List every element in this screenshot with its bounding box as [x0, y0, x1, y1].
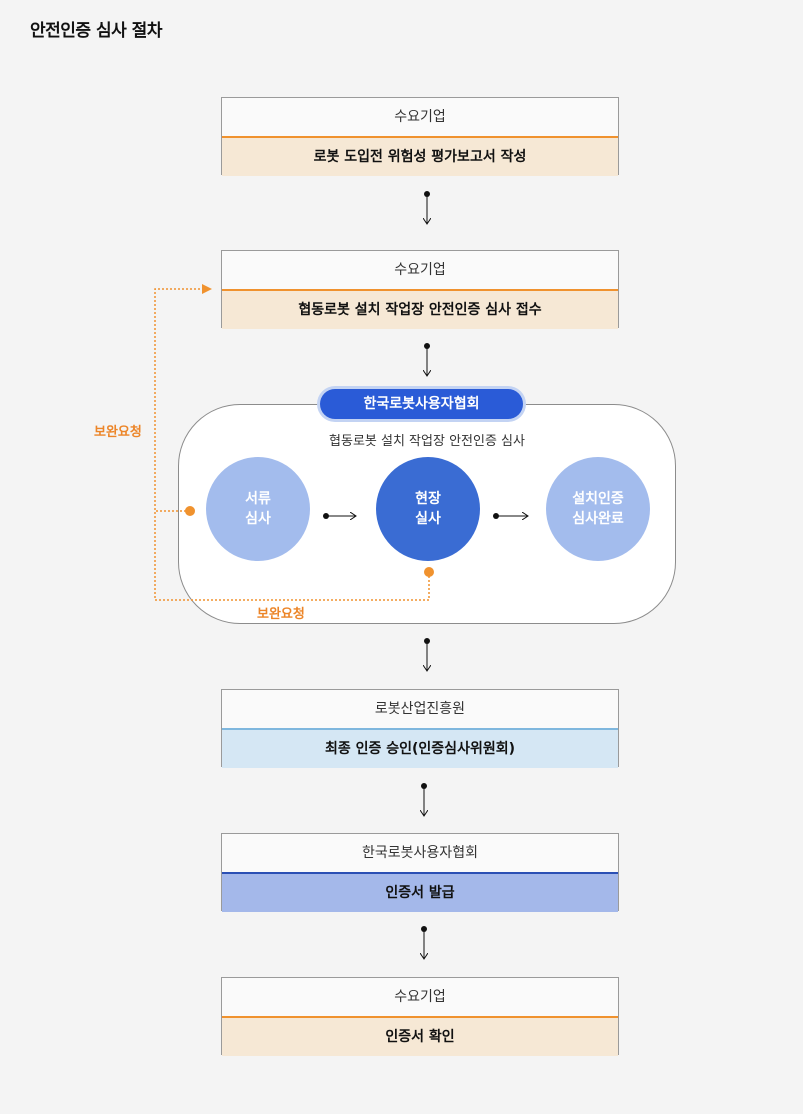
feedback-loop-lines: [154, 284, 434, 601]
step-actor: 로봇산업진흥원: [222, 690, 618, 730]
review-org-badge: 한국로봇사용자협회: [320, 389, 523, 419]
step-actor: 수요기업: [222, 978, 618, 1018]
step-box-risk-report: 수요기업 로봇 도입전 위험성 평가보고서 작성: [221, 97, 619, 176]
stage-site-inspection: 현장 실사: [376, 457, 480, 561]
feedback-label-bottom: 보완요청: [257, 607, 305, 622]
step-box-certificate-check: 수요기업 인증서 확인: [221, 977, 619, 1056]
step-actor: 수요기업: [222, 251, 618, 291]
stage-document-review: 서류 심사: [206, 457, 310, 561]
flow-arrow-2-review: [424, 343, 430, 376]
stage-arrow-1-2: [323, 513, 356, 519]
step-box-final-approval: 로봇산업진흥원 최종 인증 승인(인증심사위원회): [221, 689, 619, 768]
step-task: 인증서 발급: [222, 874, 618, 912]
flow-arrow-review-3: [424, 638, 430, 671]
flow-arrow-3-4: [421, 783, 427, 816]
step-box-certificate-issue: 한국로봇사용자협회 인증서 발급: [221, 833, 619, 912]
step-task: 협동로봇 설치 작업장 안전인증 심사 접수: [222, 291, 618, 329]
step-actor: 한국로봇사용자협회: [222, 834, 618, 874]
feedback-label-left: 보완요청: [94, 425, 142, 440]
step-task: 인증서 확인: [222, 1018, 618, 1056]
step-task: 최종 인증 승인(인증심사위원회): [222, 730, 618, 768]
flow-arrow-1-2: [424, 191, 430, 224]
page-title: 안전인증 심사 절차: [30, 21, 162, 41]
step-actor: 수요기업: [222, 98, 618, 138]
step-box-application: 수요기업 협동로봇 설치 작업장 안전인증 심사 접수: [221, 250, 619, 329]
stage-arrow-2-3: [493, 513, 528, 519]
step-task: 로봇 도입전 위험성 평가보고서 작성: [222, 138, 618, 176]
review-title: 협동로봇 설치 작업장 안전인증 심사: [329, 434, 525, 449]
flow-arrow-4-5: [421, 926, 427, 959]
stage-review-complete: 설치인증 심사완료: [546, 457, 650, 561]
